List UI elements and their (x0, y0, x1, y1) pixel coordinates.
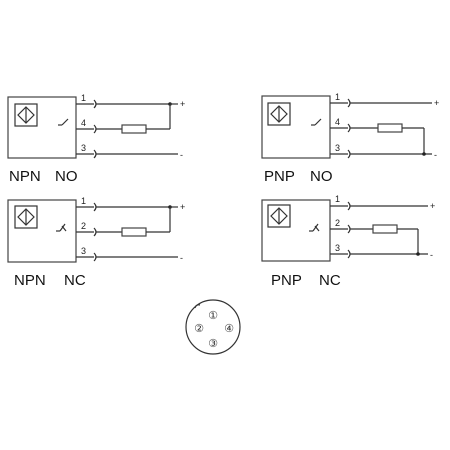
load-resistor (377, 123, 403, 133)
connector-pin-3: ③ (208, 337, 218, 350)
pin-label-2: 2 (81, 221, 86, 231)
pin-contact-icon (93, 252, 97, 262)
polarity-plus: + (434, 98, 439, 108)
sensor-symbol-icon (14, 205, 38, 229)
diagram-pnp-nc: 1 2 3 + - PNP NC (261, 194, 435, 289)
pin-contact-icon (93, 202, 97, 212)
pin-label-3: 3 (335, 143, 340, 153)
pin-label-2: 2 (335, 218, 340, 228)
pin-label-3: 3 (81, 246, 86, 256)
sensor-body (261, 95, 331, 159)
polarity-minus: - (430, 250, 433, 260)
connector-face-icon (185, 299, 241, 355)
pin-contact-icon (347, 123, 351, 133)
polarity-plus: + (180, 202, 185, 212)
connector-pin-4: ④ (224, 322, 234, 335)
polarity-plus: + (430, 201, 435, 211)
junction-dot (422, 152, 426, 156)
pin-label-1: 1 (335, 194, 340, 204)
connector-key-icon (194, 304, 201, 309)
output-type-label: PNP (264, 168, 295, 185)
switch-mode-label: NC (64, 272, 86, 289)
sensor-symbol-icon (14, 103, 38, 127)
pin-label-1: 1 (81, 196, 86, 206)
pin-label-2: 4 (335, 117, 340, 127)
polarity-minus: - (180, 150, 183, 160)
pin-contact-icon (93, 124, 97, 134)
diagram-npn-no: 1 4 3 + - NPN NO (7, 93, 185, 185)
output-type-label: NPN (9, 168, 41, 185)
pin-contact-icon (347, 249, 351, 259)
pin-contact-icon (347, 201, 351, 211)
pin-contact-icon (347, 224, 351, 234)
diagram-pnp-no: 1 4 3 + - PNP NO (261, 92, 439, 185)
sensor-symbol-icon (267, 204, 291, 228)
switch-mode-label: NC (319, 272, 341, 289)
polarity-minus: - (180, 253, 183, 263)
connector-pin-1: ① (208, 309, 218, 322)
sensor-body (7, 199, 77, 263)
pin-contact-icon (93, 99, 97, 109)
no-switch-icon (58, 118, 69, 126)
pin-contact-icon (347, 98, 351, 108)
load-resistor (372, 224, 398, 234)
pin-label-2: 4 (81, 118, 86, 128)
pin-label-1: 1 (81, 93, 86, 103)
load-resistor (121, 124, 147, 134)
nc-switch-icon (309, 223, 320, 232)
connector-pinout: ① ② ③ ④ (185, 299, 241, 355)
sensor-symbol-icon (267, 102, 291, 126)
pin-contact-icon (347, 149, 351, 159)
pin-contact-icon (93, 149, 97, 159)
sensor-body (7, 96, 77, 159)
nc-switch-icon (56, 223, 67, 232)
output-type-label: NPN (14, 272, 46, 289)
switch-mode-label: NO (55, 168, 78, 185)
connector-pin-2: ② (194, 322, 204, 335)
pin-label-3: 3 (335, 243, 340, 253)
no-switch-icon (311, 118, 322, 126)
load-resistor (121, 227, 147, 237)
junction-dot (416, 252, 420, 256)
pin-label-1: 1 (335, 92, 340, 102)
output-type-label: PNP (271, 272, 302, 289)
polarity-plus: + (180, 99, 185, 109)
switch-mode-label: NO (310, 168, 333, 185)
pin-label-3: 3 (81, 143, 86, 153)
sensor-body (261, 199, 331, 262)
pin-contact-icon (93, 227, 97, 237)
polarity-minus: - (434, 150, 437, 160)
diagram-npn-nc: 1 2 3 + - NPN NC (7, 196, 185, 289)
